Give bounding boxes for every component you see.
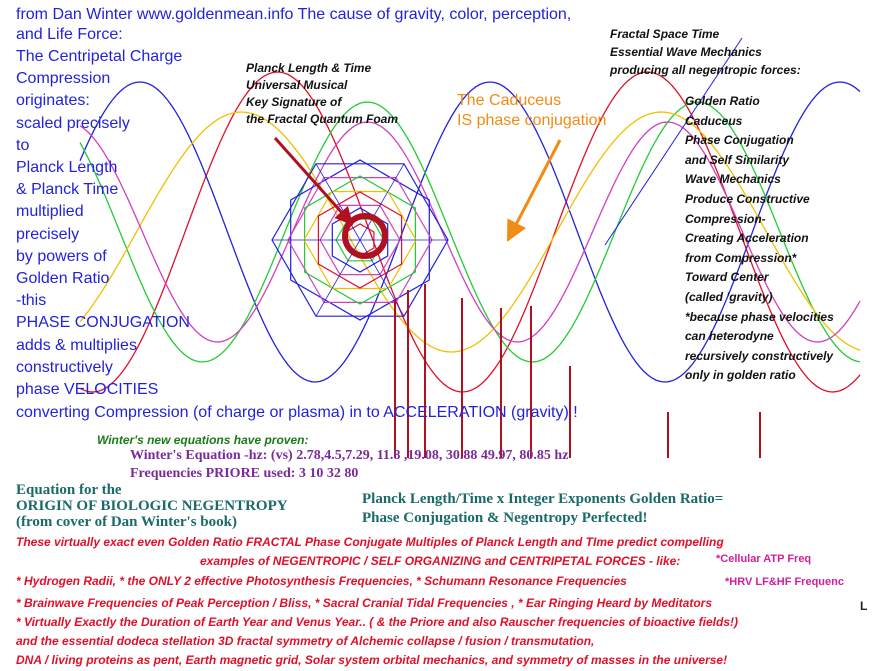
left-column-line: precisely: [16, 225, 80, 243]
bottom-line-4: * Brainwave Frequencies of Peak Percepti…: [16, 596, 713, 610]
right-column-line: Phase Conjugation: [685, 133, 794, 148]
bottom-line-1: These virtually exact even Golden Ratio …: [16, 535, 724, 549]
origin-note-3: (from cover of Dan Winter's book): [16, 514, 237, 530]
left-column-line: -this: [16, 292, 47, 310]
left-column-line: scaled precisely: [16, 114, 130, 132]
origin-note-1: Equation for the: [16, 482, 122, 498]
stray-glyph: L: [860, 599, 868, 613]
hrv-note: *HRV LF&HF Frequenc: [725, 576, 844, 588]
hexagon-ring: [317, 191, 403, 289]
right-column-line: from Compression*: [685, 250, 797, 265]
right-column-line: Compression-: [685, 211, 766, 226]
caduceus-note-1: The Caduceus: [457, 92, 562, 109]
left-column-line: constructively: [16, 358, 113, 376]
bottom-line-6: and the essential dodeca stellation 3D f…: [16, 634, 595, 648]
left-column-line: Golden Ratio: [16, 270, 110, 287]
bottom-line-3: * Hydrogen Radii, * the ONLY 2 effective…: [16, 574, 627, 588]
right-column-line: and Self Similarity: [685, 152, 790, 167]
left-column-line: Planck Length: [16, 159, 118, 176]
planck-integer-2: Phase Conjugation & Negentropy Perfected…: [362, 510, 648, 526]
origin-note-2: ORIGIN OF BIOLOGIC NEGENTROPY: [16, 498, 288, 514]
bottom-line-5: * Virtually Exactly the Duration of Eart…: [16, 615, 738, 629]
right-column-line: Caduceus: [685, 113, 743, 128]
phase-center-ring: [342, 213, 388, 259]
left-column-line: originates:: [16, 92, 90, 110]
fractal-hexagon-nest: [271, 159, 449, 321]
caduceus-note-2: IS phase conjugation: [457, 112, 607, 129]
left-column-line: PHASE CONJUGATION: [16, 314, 190, 332]
frequency-marker-lines: [394, 284, 761, 458]
hexagon-spoke: [359, 163, 405, 241]
left-column-line: The Centripetal Charge: [16, 48, 183, 65]
equation-line: Winter's Equation -hz: (vs) 2.78,4.5,7.2…: [130, 448, 569, 463]
header-line-1: from Dan Winter www.goldenmean.info The …: [16, 6, 572, 23]
bottom-line-7: DNA / living proteins as pent, Earth mag…: [16, 653, 728, 667]
converting-line: converting Compression (of charge or pla…: [16, 404, 578, 421]
hexagon-spoke: [315, 163, 361, 241]
bottom-line-2: examples of NEGENTROPIC / SELF ORGANIZIN…: [200, 554, 681, 568]
left-column-line: multiplied: [16, 203, 84, 221]
wave-curve: [79, 101, 861, 363]
left-column-line: to: [16, 136, 30, 154]
right-column-line: recursively constructively: [685, 348, 834, 363]
left-column-line: adds & multiplies: [16, 336, 137, 354]
fractal-pointer-line: [604, 37, 743, 246]
cellular-atp-note: *Cellular ATP Freq: [716, 553, 812, 565]
header-line-2: and Life Force:: [16, 26, 123, 43]
wave-curve: [79, 111, 861, 353]
planck-note-4: the Fractal Quantum Foam: [246, 112, 399, 126]
right-column-line: *because phase velocities: [685, 309, 834, 324]
planck-note-2: Universal Musical: [246, 78, 348, 92]
fractal-note-1: Fractal Space Time: [610, 27, 720, 41]
proven-line: Winter's new equations have proven:: [97, 433, 309, 447]
left-column-line: & Planck Time: [16, 181, 119, 199]
planck-note-3: Key Signature of: [246, 95, 342, 109]
fractal-note-2: Essential Wave Mechanics: [610, 45, 762, 59]
hexagon-ring: [304, 175, 416, 305]
planck-note-1: Planck Length & Time: [246, 61, 372, 75]
right-column-line: can heterodyne: [685, 329, 774, 344]
priore-line: Frequencies PRIORE used: 3 10 32 80: [130, 466, 359, 481]
hexagon-ring: [331, 207, 389, 273]
wave-curve: [79, 121, 861, 343]
right-column-line: Wave Mechanics: [685, 172, 781, 187]
right-column-line: Produce Constructive: [685, 192, 810, 206]
planck-pointer-arrow: [273, 136, 354, 226]
right-column-line: only in golden ratio: [685, 368, 796, 383]
caduceus-pointer-arrow: [506, 139, 562, 242]
planck-integer-1: Planck Length/Time x Integer Exponents G…: [362, 491, 724, 507]
right-column-line: (called 'gravity): [685, 290, 773, 304]
hexagon-ring: [290, 159, 430, 321]
left-column-line: Compression: [16, 70, 111, 88]
right-column-line: Toward Center: [685, 270, 769, 285]
wave-curves: [79, 71, 861, 393]
left-column-line: by powers of: [16, 247, 107, 265]
hexagon-spoke: [359, 239, 405, 317]
right-column-line: Creating Acceleration: [685, 231, 809, 246]
left-column-line: phase VELOCITIES: [16, 381, 159, 398]
fractal-note-3: producing all negentropic forces:: [610, 63, 801, 77]
wave-curve: [79, 81, 861, 383]
right-column-line: Golden Ratio: [685, 94, 760, 108]
